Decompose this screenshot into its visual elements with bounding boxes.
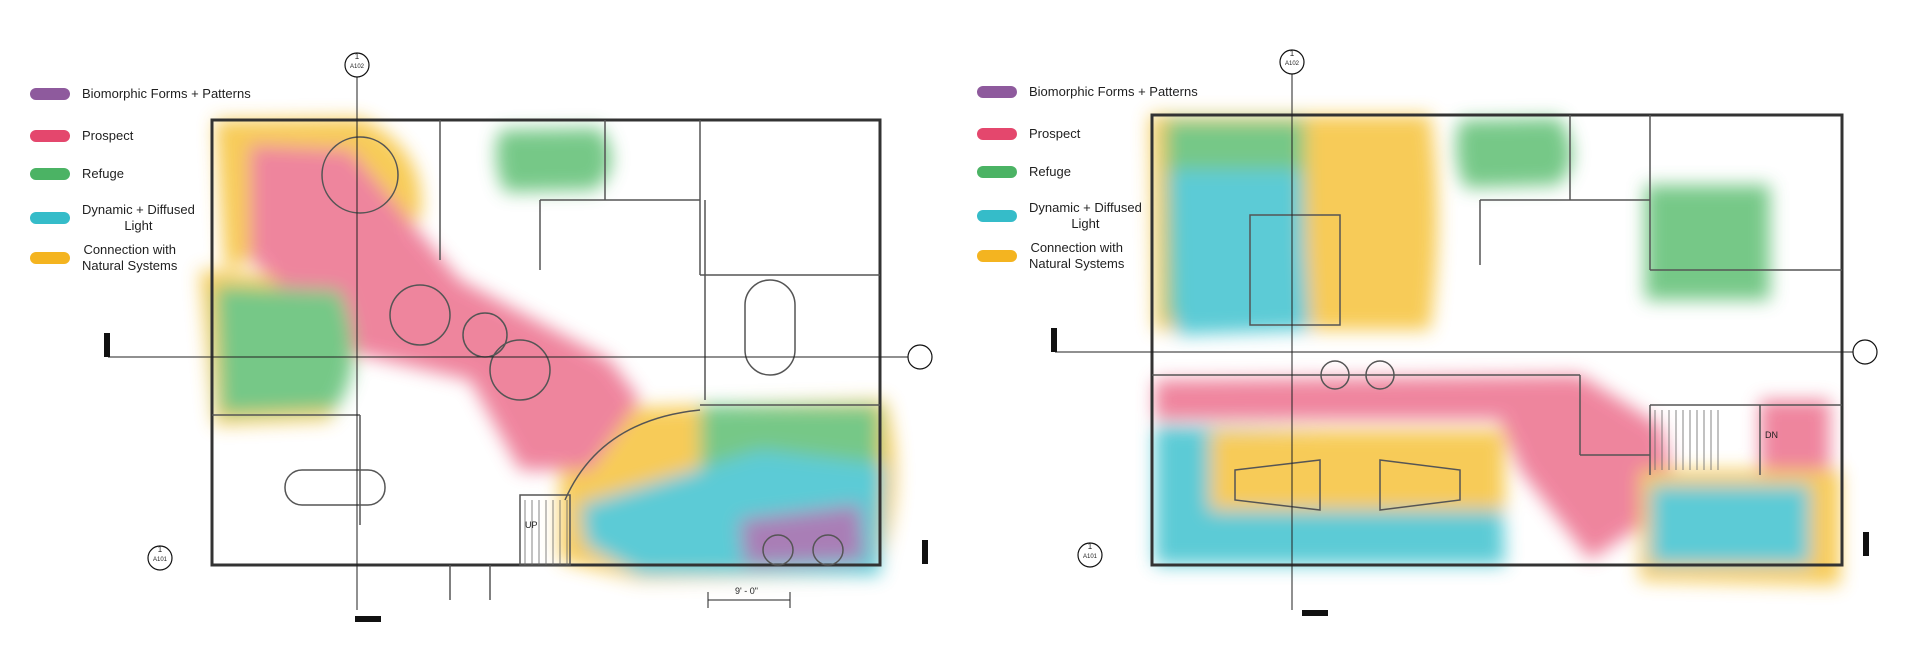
zone-natural-right-south [1210, 430, 1505, 510]
legend-left: Biomorphic Forms + Patterns Prospect Ref… [30, 80, 290, 280]
floor-plan-right: Biomorphic Forms + Patterns Prospect Ref… [960, 0, 1920, 652]
legend-item-biomorphic: Biomorphic Forms + Patterns [30, 86, 251, 102]
marker-sheet: A102 [349, 64, 364, 70]
gridlines-right [1055, 65, 1865, 610]
legend-label: Refuge [1029, 164, 1071, 179]
legend-item-refuge: Refuge [30, 166, 124, 182]
legend-label: Biomorphic Forms + Patterns [1029, 84, 1198, 99]
stair-left [524, 500, 568, 565]
legend-swatch [977, 86, 1017, 98]
legend-label: Biomorphic Forms + Patterns [82, 86, 251, 101]
legend-item-prospect: Prospect [977, 126, 1080, 142]
legend-item-light: Dynamic + Diffused Light [977, 200, 1142, 232]
legend-label: Dynamic + Diffused Light [82, 202, 195, 233]
legend-item-light: Dynamic + Diffused Light [30, 202, 195, 234]
interior-walls-right [1152, 115, 1842, 511]
legend-right: Biomorphic Forms + Patterns Prospect Ref… [977, 78, 1237, 278]
stair-label-up: UP [525, 520, 538, 530]
marker-sheet: A101 [1082, 554, 1097, 560]
legend-swatch [977, 166, 1017, 178]
legend-item-refuge: Refuge [977, 164, 1071, 180]
legend-item-prospect: Prospect [30, 128, 133, 144]
floor-plan-left: Biomorphic Forms + Patterns Prospect Ref… [30, 52, 933, 622]
floor-plan-right-drawing [1051, 49, 1878, 616]
legend-item-natural: Connection with Natural Systems [30, 242, 177, 274]
legend-swatch [977, 128, 1017, 140]
legend-swatch [30, 130, 70, 142]
legend-label: Dynamic + Diffused Light [1029, 200, 1142, 231]
legend-swatch [30, 168, 70, 180]
zones-left [200, 118, 896, 580]
grid-bars-right [1051, 328, 1869, 616]
marker-label-top: 1 A102 [349, 52, 365, 72]
legend-label: Connection with Natural Systems [1029, 240, 1125, 271]
zone-biomorphic-left-east [740, 505, 865, 565]
walls-right [1150, 113, 1844, 567]
stair-label-down: DN [1765, 430, 1778, 440]
zone-refuge-left-west [215, 285, 354, 415]
marker-label-bottom: 1 A101 [152, 545, 168, 565]
legend-item-biomorphic: Biomorphic Forms + Patterns [977, 84, 1198, 100]
zone-refuge-right-top [1456, 118, 1573, 188]
legend-label: Prospect [1029, 126, 1081, 141]
legend-swatch [977, 210, 1017, 222]
zone-light-right-north [1170, 170, 1310, 335]
marker-number: 1 [1087, 542, 1093, 551]
stair-right [1654, 410, 1719, 470]
zone-refuge-right-east [1645, 185, 1770, 300]
zone-light-right-southeast [1650, 485, 1810, 565]
gridlines-left [108, 70, 910, 610]
marker-sheet: A101 [152, 557, 167, 563]
section-markers-left [147, 52, 933, 571]
marker-number: 1 [157, 545, 163, 554]
marker-sheet: A102 [1284, 61, 1299, 67]
zone-refuge-left-top [496, 128, 612, 192]
marker-number: 1 [1289, 49, 1295, 58]
marker-label-top: 1 A102 [1284, 49, 1300, 69]
zones-right [1150, 115, 1840, 585]
legend-swatch [977, 250, 1017, 262]
marker-label-bottom: 1 A101 [1082, 542, 1098, 562]
legend-swatch [30, 252, 70, 264]
floor-plan-left-drawing [104, 52, 933, 622]
dimension-label: 9' - 0" [735, 586, 758, 596]
dimension-line-left [707, 592, 791, 608]
zone-prospect-right-east [1760, 400, 1830, 480]
section-markers-right [1077, 49, 1878, 568]
legend-label: Connection with Natural Systems [82, 242, 178, 273]
zone-prospect-right-band [1155, 375, 1680, 560]
legend-label: Prospect [82, 128, 134, 143]
legend-swatch [30, 212, 70, 224]
legend-item-natural: Connection with Natural Systems [977, 240, 1124, 272]
legend-label: Refuge [82, 166, 124, 181]
grid-bars-left [104, 333, 928, 622]
legend-swatch [30, 88, 70, 100]
marker-number: 1 [354, 52, 360, 61]
